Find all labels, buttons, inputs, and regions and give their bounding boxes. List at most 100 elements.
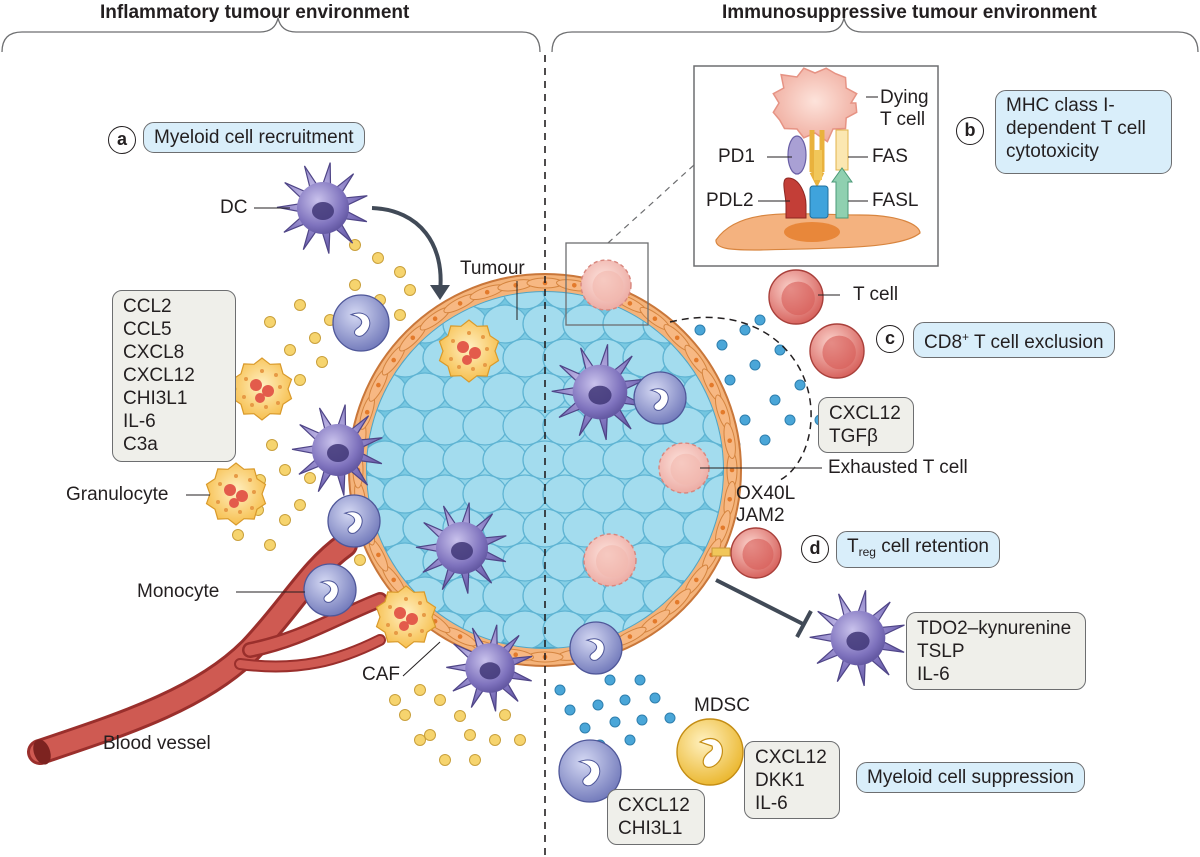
label-caf: CAF: [362, 664, 400, 685]
tumour-cell: [402, 440, 448, 480]
granule: [457, 365, 461, 369]
granule: [388, 605, 392, 609]
granule: [248, 478, 252, 482]
tumour-cell: [482, 372, 528, 412]
t-cell-icon: [658, 442, 710, 494]
tumour-cell: [522, 576, 568, 616]
granule: [278, 385, 282, 389]
tumour-cell: [662, 292, 708, 310]
chemokine-dot: [424, 729, 436, 741]
chemokine-dot: [489, 734, 501, 746]
inhibition-bar: [795, 610, 813, 638]
tumour-cell: [702, 610, 723, 648]
t-cell-nucleus: [742, 538, 774, 570]
chemokine-dot: [739, 414, 751, 426]
granule: [485, 347, 489, 351]
chemokine-dot: [294, 499, 306, 511]
granule: [242, 395, 246, 399]
recruitment-arrow: [430, 285, 450, 300]
chemokine-dot: [514, 734, 526, 746]
granule: [451, 339, 455, 343]
factor-item: CXCL12: [123, 365, 195, 386]
granulocyte-icon: [231, 357, 293, 421]
dendritic-cell-icon: [551, 344, 647, 441]
monocyte-body: [303, 563, 357, 617]
chemokine-dot: [749, 359, 761, 371]
t-cell-nucleus: [781, 281, 815, 316]
factor-box-exclusion: CXCL12 TGFβ: [818, 397, 914, 453]
t-cell-nucleus: [670, 453, 702, 485]
label-fasl: FASL: [872, 190, 919, 211]
mdsc-icon: [676, 718, 744, 786]
t-cell-icon: [809, 323, 865, 379]
granule: [408, 633, 412, 637]
caf-nucleus: [720, 525, 726, 531]
chemokine-dot: [454, 710, 466, 722]
treg-text: T: [847, 536, 859, 557]
t-cell-icon: [583, 533, 637, 587]
tumour-cell: [602, 440, 648, 480]
chemokine-dot: [554, 684, 566, 696]
chemokine-dot: [724, 374, 736, 386]
granule: [250, 506, 254, 510]
panel-label-myeloid-suppression: Myeloid cell suppression: [856, 762, 1085, 793]
label-exhausted-t-cell: Exhausted T cell: [828, 457, 968, 478]
label-jam2: JAM2: [736, 505, 785, 526]
caf-nucleus: [729, 467, 735, 473]
granulocyte-lobe: [406, 613, 418, 625]
cd8-text: CD8: [924, 332, 963, 353]
label-pdl2: PDL2: [706, 190, 754, 211]
tumour-cell: [442, 440, 488, 480]
granule: [420, 629, 424, 633]
chemokine-dot: [769, 394, 781, 406]
granulocyte-icon: [375, 585, 437, 649]
caf-nucleus: [709, 382, 714, 388]
monocyte-icon: [303, 563, 357, 617]
factor-item: CCL5: [123, 319, 172, 340]
tumour-cell: [402, 372, 448, 412]
tumour-cell: [542, 542, 588, 582]
granulocyte-lobe: [462, 355, 472, 365]
caf-nucleus: [410, 335, 416, 341]
granule: [276, 401, 280, 405]
tumour-cell: [502, 338, 548, 378]
monocyte-body: [633, 371, 687, 425]
granule: [449, 357, 453, 361]
granulocyte-icon: [205, 462, 267, 526]
chemokine-dot: [309, 332, 321, 344]
tumour-cell: [502, 406, 548, 446]
granulocyte-lobe: [229, 498, 239, 508]
caf-nucleus: [720, 409, 726, 415]
tumour-cell: [462, 406, 508, 446]
tumour-cell: [642, 508, 688, 548]
caf-nucleus: [391, 577, 397, 583]
exclusion-arc: [669, 316, 812, 481]
granule: [244, 377, 248, 381]
granule: [467, 331, 471, 335]
label-ox40l: OX40L: [736, 483, 796, 504]
panel-badge-a: a: [108, 126, 136, 154]
tumour-cell: [422, 406, 468, 446]
chemokine-dot: [774, 344, 786, 356]
tumour-cell: [562, 440, 608, 480]
dendritic-cell-icon: [446, 624, 533, 712]
monocyte-icon: [332, 294, 390, 352]
chemokine-dot: [279, 514, 291, 526]
chemokine-dot: [399, 709, 411, 721]
monocyte-nucleus: [649, 388, 669, 411]
caf-nucleus: [674, 335, 680, 341]
monocyte-icon: [558, 739, 622, 803]
tumour-cell: [382, 474, 428, 514]
chemokine-dot: [499, 709, 511, 721]
chemokine-dot: [266, 439, 278, 451]
chemokine-dot: [604, 674, 616, 686]
granulocyte-icon: [438, 319, 500, 383]
granule: [471, 367, 475, 371]
chemokine-dot: [739, 324, 751, 336]
right-bracket: [551, 17, 1199, 53]
monocyte-nucleus: [585, 638, 605, 661]
chemokine-dot: [794, 379, 806, 391]
t-cell-nucleus: [822, 335, 856, 370]
